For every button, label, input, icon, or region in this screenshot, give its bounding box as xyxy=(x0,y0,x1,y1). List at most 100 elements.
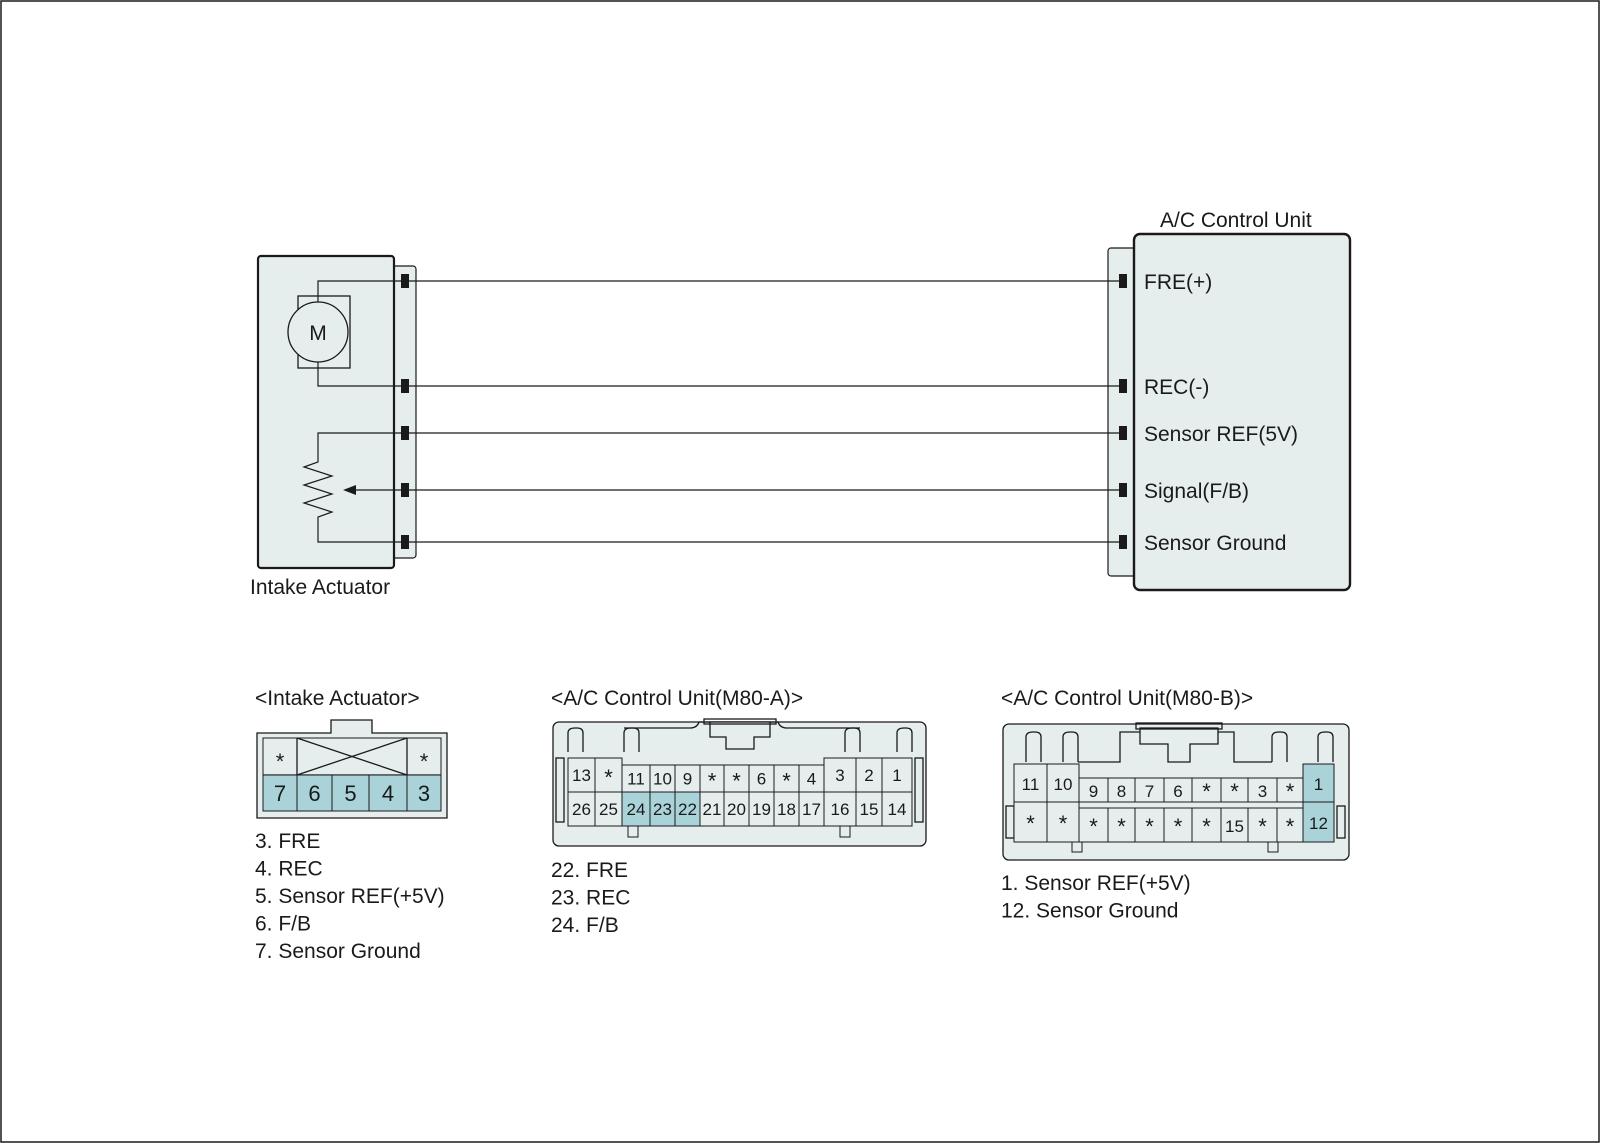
pin-label: 24 xyxy=(627,800,646,819)
pin-cell xyxy=(262,774,298,812)
pin-cell xyxy=(1163,807,1193,843)
pin-label: 23 xyxy=(653,800,672,819)
pin-label: 14 xyxy=(888,800,907,819)
pin-label: * xyxy=(1145,814,1154,839)
pin-cell xyxy=(723,791,750,827)
pin-cell xyxy=(1302,801,1335,843)
pin-label: 2 xyxy=(864,766,873,785)
pin-cell xyxy=(1013,801,1048,843)
pin-cell xyxy=(798,764,825,793)
pin-cell xyxy=(773,791,800,827)
pin-cell xyxy=(1220,807,1249,843)
control-unit-terminal-label: FRE(+) xyxy=(1144,271,1212,294)
pin-label: 3 xyxy=(835,766,844,785)
pin-label: 16 xyxy=(831,800,850,819)
pin-label: * xyxy=(1089,814,1098,839)
legend-item: 7. Sensor Ground xyxy=(255,940,421,963)
pin-label: * xyxy=(1117,814,1126,839)
pin-cell xyxy=(1107,807,1136,843)
control-unit-title: A/C Control Unit xyxy=(1160,209,1312,232)
pin-cell xyxy=(649,791,676,827)
pin-cell xyxy=(1078,777,1109,803)
pin-label: 21 xyxy=(703,800,722,819)
pin-cell xyxy=(723,764,750,793)
pin-label: 1 xyxy=(1314,775,1323,794)
wires xyxy=(401,274,1127,549)
ac-control-unit: A/C Control Unit xyxy=(1107,209,1352,592)
potentiometer-icon xyxy=(302,432,405,543)
pin-label: 4 xyxy=(382,781,394,806)
pin-label: 17 xyxy=(802,800,821,819)
pin-label: 5 xyxy=(344,781,356,806)
control-unit-terminal-label: Sensor Ground xyxy=(1144,532,1286,555)
pin-cell xyxy=(1163,777,1193,803)
pin-label: 22 xyxy=(678,800,697,819)
pin-cell xyxy=(406,774,442,812)
pin-cell xyxy=(296,774,333,812)
pin-cell xyxy=(1013,763,1048,803)
pin-label: 3 xyxy=(1258,782,1267,801)
connector-m80a-title: <A/C Control Unit(M80-A)> xyxy=(551,687,803,710)
pin-label: 4 xyxy=(807,770,816,789)
terminal-pin xyxy=(401,535,409,549)
pin-cell xyxy=(1046,801,1080,843)
pin-label: 6 xyxy=(1173,782,1182,801)
terminal-pin xyxy=(401,483,409,497)
control-unit-terminal-label: Sensor REF(5V) xyxy=(1144,423,1298,446)
pin-cell xyxy=(823,791,857,827)
pin-label: * xyxy=(1202,814,1211,839)
pin-cell xyxy=(1220,777,1249,803)
legend-item: 23. REC xyxy=(551,887,630,910)
pin-label: * xyxy=(1059,811,1068,836)
legend-item: 12. Sensor Ground xyxy=(1001,900,1178,923)
pin-label: 15 xyxy=(860,800,879,819)
pin-label: 18 xyxy=(777,800,796,819)
connector-intake-actuator-title: <Intake Actuator> xyxy=(255,687,420,710)
key-icon xyxy=(709,721,771,750)
pin-label: * xyxy=(604,765,613,790)
pin-label: 7 xyxy=(274,781,286,806)
legend-item: 4. REC xyxy=(255,858,323,881)
pin-cell xyxy=(1247,807,1278,843)
legend-item: 3. FRE xyxy=(255,830,320,853)
pin-cell xyxy=(567,791,596,827)
actuator-connector-strip xyxy=(391,265,417,559)
pin-label: 26 xyxy=(572,800,591,819)
terminal-pin xyxy=(401,379,409,393)
pin-label: 6 xyxy=(308,781,320,806)
legend-item: 1. Sensor REF(+5V) xyxy=(1001,872,1191,895)
pin-label: * xyxy=(420,749,429,774)
control-unit-terminal-label: Signal(F/B) xyxy=(1144,480,1249,503)
terminal-pin xyxy=(1119,426,1127,440)
control-unit-body xyxy=(1132,232,1352,592)
pin-label: * xyxy=(1286,814,1295,839)
terminal-pin xyxy=(1119,483,1127,497)
pin-label: 8 xyxy=(1117,782,1126,801)
pin-label: 9 xyxy=(1089,782,1098,801)
pin-cell xyxy=(1134,777,1165,803)
pin-cell xyxy=(1078,807,1109,843)
pin-label: 19 xyxy=(752,800,771,819)
pin-cell xyxy=(1276,807,1304,843)
pin-label: * xyxy=(708,769,717,794)
pin-cell xyxy=(798,791,825,827)
pin-label: 13 xyxy=(572,766,591,785)
pin-cell xyxy=(881,791,913,827)
intake-actuator: M Intake Actuator xyxy=(250,254,417,599)
pin-label: * xyxy=(1286,779,1295,804)
legend-item: 22. FRE xyxy=(551,859,628,882)
pin-label: 1 xyxy=(892,766,901,785)
pin-cell xyxy=(1276,777,1304,803)
pin-label: 6 xyxy=(757,770,766,789)
pin-label: 15 xyxy=(1225,817,1244,836)
pin-label: * xyxy=(1202,779,1211,804)
